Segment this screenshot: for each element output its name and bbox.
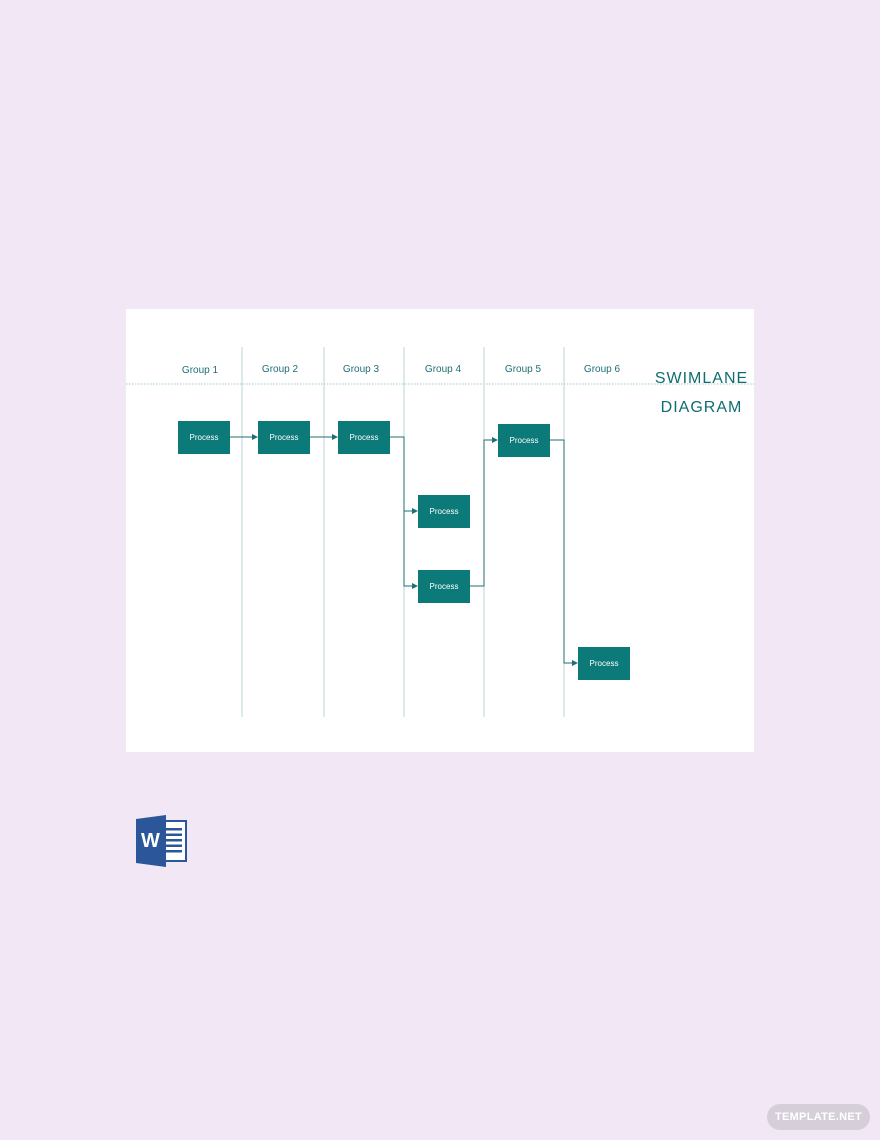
lane-header-group-6: Group 6 (583, 364, 621, 375)
process-node-group-2[interactable]: Process (258, 421, 310, 454)
connector-p3-p4b (403, 511, 418, 589)
connector-p3-p4a (390, 436, 418, 514)
lane-header-group-1: Group 1 (181, 365, 219, 376)
swimlane-diagram-card: Group 1 Group 2 Group 3 Group 4 Group 5 … (126, 309, 754, 752)
connector-p5-p6 (550, 439, 578, 666)
process-node-group-3[interactable]: Process (338, 421, 390, 454)
diagram-lines (126, 347, 754, 717)
connector-p4b-p5 (470, 437, 498, 587)
diagram-title-line-2: DIAGRAM (660, 399, 743, 416)
template-net-badge[interactable]: TEMPLATE.NET (767, 1104, 870, 1130)
svg-text:W: W (141, 830, 160, 852)
process-node-group-4-upper[interactable]: Process (418, 495, 470, 528)
process-node-group-6[interactable]: Process (578, 647, 630, 680)
lane-header-group-4: Group 4 (424, 364, 462, 375)
diagram-title: SWIMLANE DIAGRAM (654, 364, 749, 422)
process-node-group-5[interactable]: Process (498, 424, 550, 457)
process-node-group-4-lower[interactable]: Process (418, 570, 470, 603)
lane-header-group-3: Group 3 (342, 364, 380, 375)
word-icon[interactable]: W (136, 815, 188, 867)
process-node-group-1[interactable]: Process (178, 421, 230, 454)
lane-header-group-5: Group 5 (504, 364, 542, 375)
lane-header-group-2: Group 2 (261, 364, 299, 375)
diagram-title-line-1: SWIMLANE (654, 370, 749, 387)
